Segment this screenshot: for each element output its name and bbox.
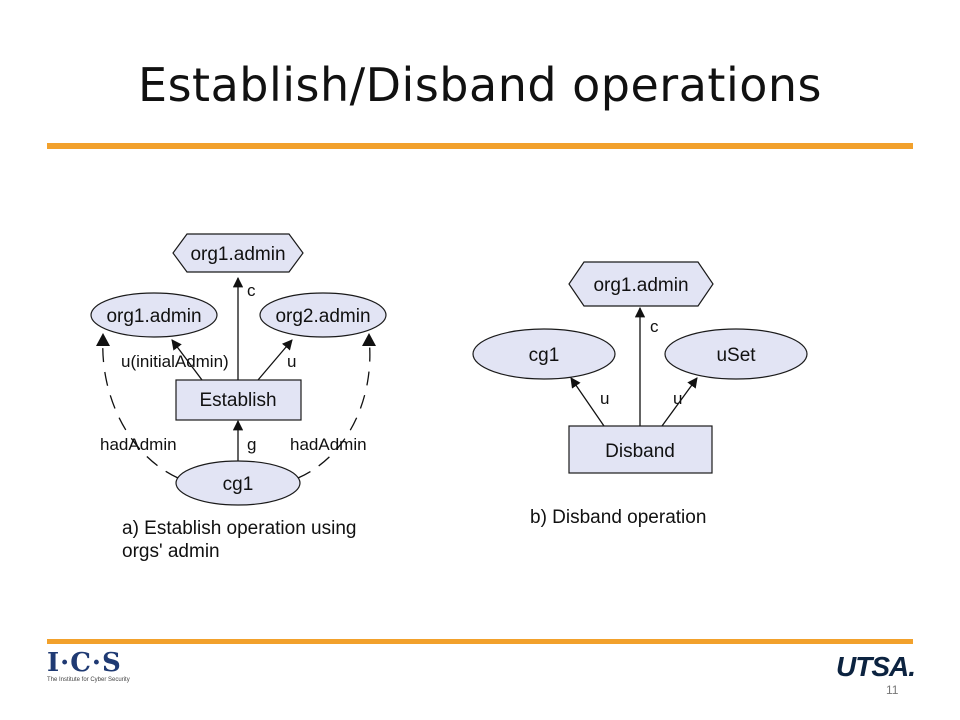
node-a-left-ellipse	[90, 292, 218, 338]
node-a-top-label: org1.admin	[190, 244, 285, 265]
node-b-disband-box	[568, 425, 713, 474]
edge-a-had-admin-left-label: hadAdmin	[100, 435, 177, 454]
node-a-establish-box	[175, 379, 302, 421]
edge-a-initial-admin-label: u(initialAdmin)	[121, 352, 229, 371]
edge-b-u-right-label: u	[673, 389, 682, 408]
caption-b: b) Disband operation	[530, 507, 706, 528]
caption-a-line1: a) Establish operation using	[122, 518, 356, 539]
node-a-left-label: org1.admin	[106, 306, 201, 327]
node-b-disband-label: Disband	[605, 441, 675, 462]
node-b-top-hexagon	[568, 261, 714, 307]
edge-a-had-admin-left-head	[96, 333, 110, 346]
edge-a-u	[257, 339, 293, 381]
edge-b-u-right	[661, 377, 698, 427]
node-b-right-label: uSet	[716, 345, 756, 366]
node-a-top-hexagon	[172, 233, 304, 273]
node-b-left-label: cg1	[529, 345, 560, 366]
edge-b-u-left	[570, 377, 605, 427]
edge-b-c-label: c	[650, 317, 659, 336]
edge-a-had-admin-right	[297, 337, 371, 479]
edge-a-g-label: g	[247, 435, 256, 454]
node-b-left-ellipse	[472, 328, 616, 380]
edge-b-u-left-label: u	[600, 389, 609, 408]
utsa-logo: UTSA.	[836, 651, 916, 682]
edge-a-c-label: c	[247, 281, 256, 300]
title-divider	[47, 143, 913, 149]
node-a-bottom-label: cg1	[223, 474, 254, 495]
slide-title: Establish/Disband operations	[138, 58, 822, 112]
diagram-b: org1.admin cg1 uSet Disband c u u b) Dis…	[472, 261, 808, 528]
ics-logo-mark: I·C·S	[47, 648, 122, 678]
ics-logo-tagline: The Institute for Cyber Security	[47, 677, 130, 683]
edge-a-had-admin-left	[102, 337, 179, 479]
edge-a-initial-admin	[171, 339, 203, 381]
caption-a-line2: orgs' admin	[122, 541, 220, 562]
node-a-right-ellipse	[259, 292, 387, 338]
edge-a-had-admin-right-head	[362, 333, 376, 346]
edge-a-u-label: u	[287, 352, 296, 371]
page-number: 11	[886, 683, 899, 697]
ics-logo: I·C·S The Institute for Cyber Security	[47, 648, 130, 686]
node-b-top-label: org1.admin	[593, 275, 688, 296]
edge-a-had-admin-right-label: hadAdmin	[290, 435, 367, 454]
node-a-right-label: org2.admin	[275, 306, 370, 327]
node-b-right-ellipse	[664, 328, 808, 380]
node-a-bottom-ellipse	[175, 460, 301, 506]
node-a-establish-label: Establish	[199, 390, 276, 411]
diagram-a: org1.admin org1.admin org2.admin Establi…	[90, 233, 387, 562]
footer-divider	[47, 639, 913, 644]
